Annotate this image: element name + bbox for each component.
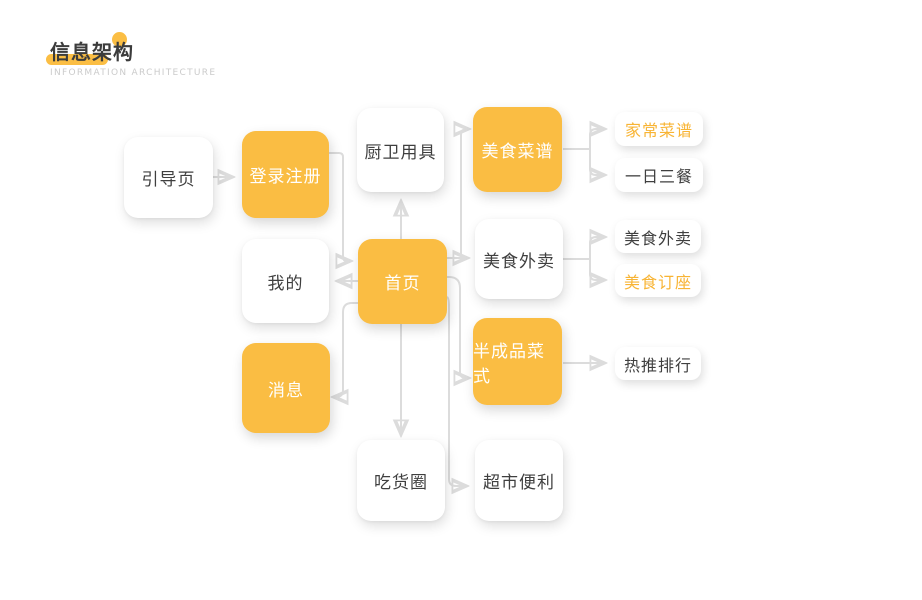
page-header: 信息架构 INFORMATION ARCHITECTURE [46,32,217,78]
node-daily-meals: 一日三餐 [615,158,703,192]
node-supermarket: 超市便利 [475,440,563,521]
connector-takeout-takeoutleaf [589,237,603,259]
connector-recipes-homerecipes [589,129,603,149]
node-label: 美食外卖 [623,228,692,248]
title-accent-dot-icon [112,32,127,47]
node-label: 我的 [267,273,304,294]
node-semi-finished-dishes: 半成品菜式 [473,318,562,405]
node-hot-ranking: 热推排行 [615,347,701,380]
node-label: 超市便利 [483,473,555,493]
node-mine: 我的 [242,239,329,323]
node-label: 消息 [268,380,304,401]
node-food-recipes: 美食菜谱 [473,107,562,192]
node-label: 美食外卖 [483,251,555,272]
node-food-reservation: 美食订座 [615,264,701,297]
node-label: 家常菜谱 [624,121,693,140]
connector-home-supermarket [446,296,465,486]
node-label: 登录注册 [249,167,322,187]
page-subtitle: INFORMATION ARCHITECTURE [50,68,217,78]
connector-recipes-dailymeals [589,149,603,175]
node-home: 首页 [358,239,447,324]
connector-home-semi [447,276,467,378]
node-label: 美食订座 [623,272,692,292]
page-title: 信息架构 [50,40,134,64]
node-login-register: 登录注册 [242,131,329,218]
connector-login-home [329,152,349,261]
title-highlight-bar [46,54,108,65]
node-takeout-leaf: 美食外卖 [615,220,701,253]
connector-takeout-reservation [589,259,603,280]
connector-home-messages [335,302,358,397]
connector-home-recipes [461,129,467,255]
node-label: 厨卫用具 [364,142,437,163]
node-messages: 消息 [242,343,330,433]
node-label: 引导页 [141,170,196,190]
node-label: 热推排行 [623,355,692,375]
node-label: 美食菜谱 [481,142,554,162]
node-kitchenware: 厨卫用具 [357,108,444,192]
node-label: 一日三餐 [624,167,693,186]
node-home-recipes: 家常菜谱 [615,112,703,146]
node-label: 吃货圈 [374,473,428,493]
node-label: 首页 [384,274,421,294]
node-label: 半成品菜式 [473,341,545,387]
node-food-takeout: 美食外卖 [475,219,563,299]
node-guide-page: 引导页 [124,137,213,218]
node-foodie-circle: 吃货圈 [357,440,445,521]
